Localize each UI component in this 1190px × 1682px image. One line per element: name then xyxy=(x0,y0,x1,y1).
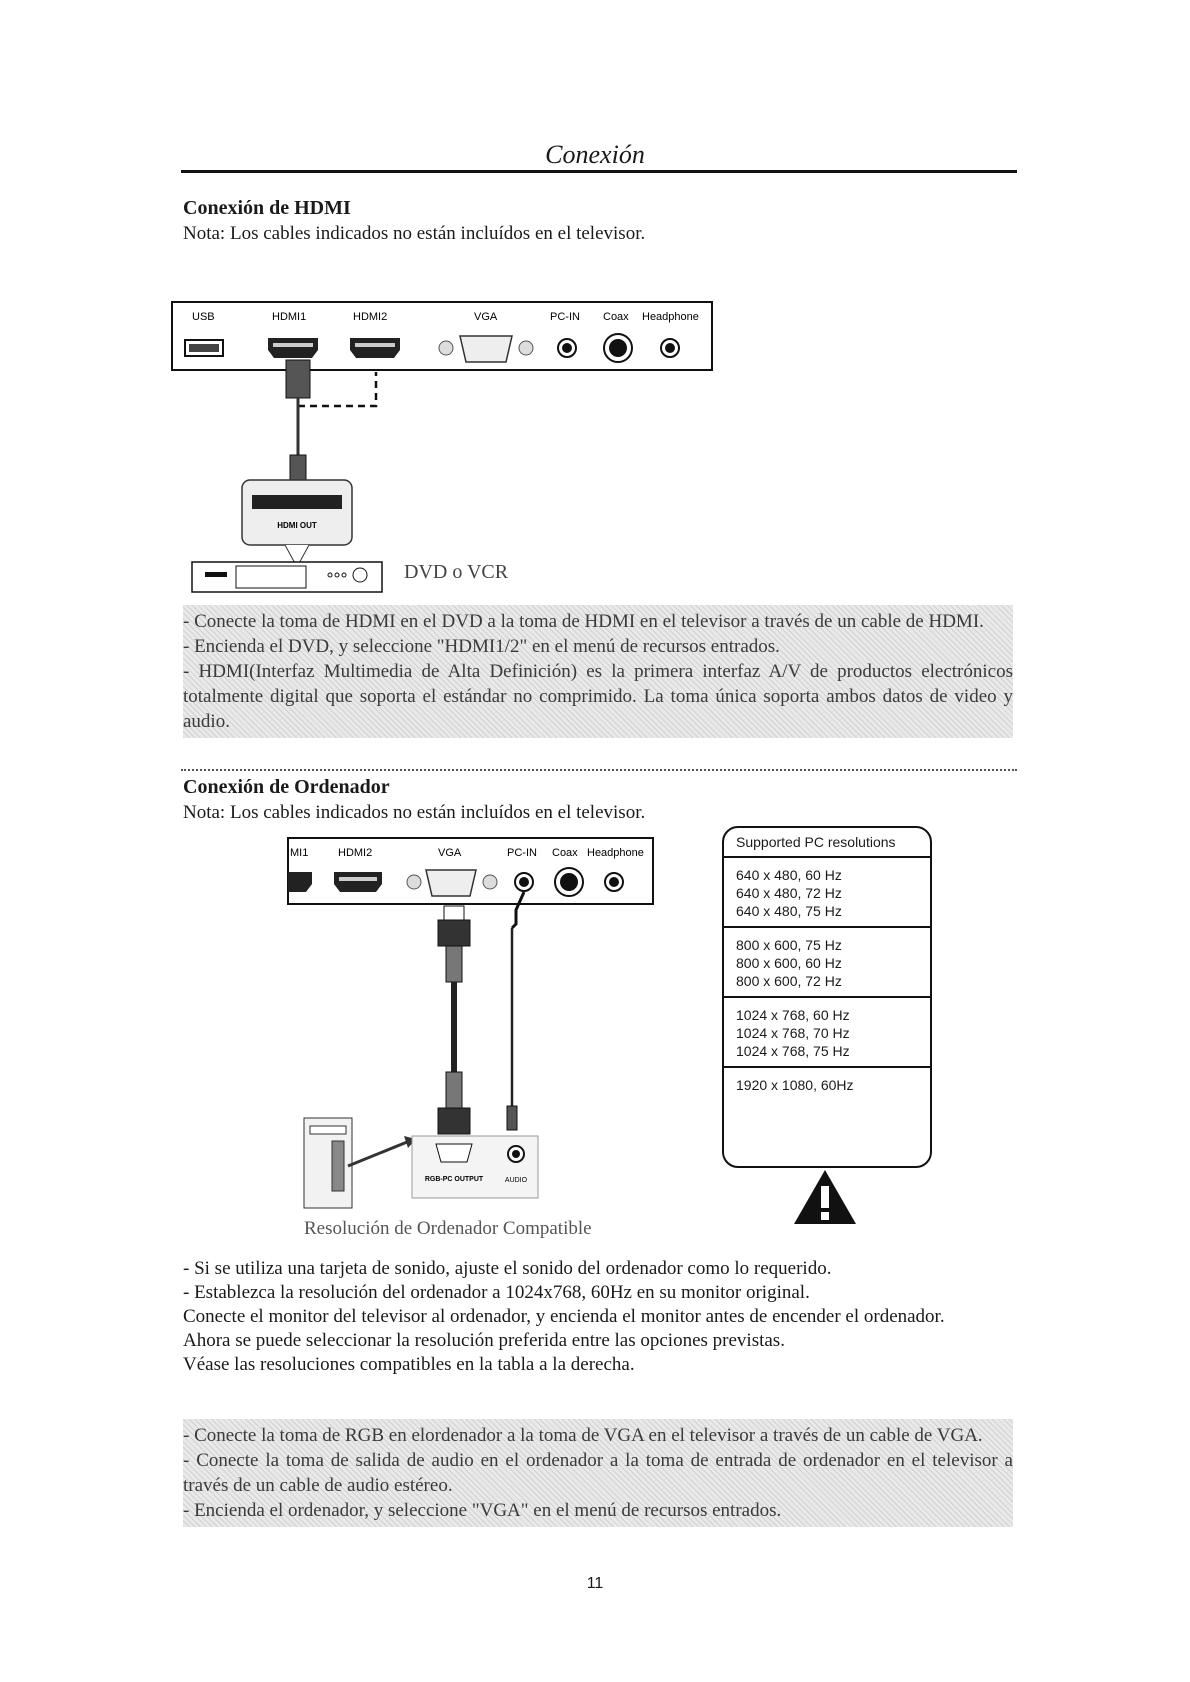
pc-note-3: Conecte el monitor del televisor al orde… xyxy=(183,1306,945,1327)
resolution-item: 1024 x 768, 75 Hz xyxy=(736,1043,850,1059)
resolution-item: 800 x 600, 72 Hz xyxy=(736,973,842,989)
tv-panel xyxy=(171,301,713,371)
title-rule xyxy=(181,170,1017,173)
dvd-device-icon xyxy=(191,561,383,593)
pc-step-1: - Conecte la toma de RGB en elordenador … xyxy=(183,1425,983,1446)
hdmi-step-3: - HDMI(Interfaz Multimedia de Alta Defin… xyxy=(183,661,1013,732)
pc-heading: Conexión de Ordenador xyxy=(183,776,390,798)
hdmi-steps: - Conecte la toma de HDMI en el DVD a la… xyxy=(183,605,1013,738)
hdmi-out-label: HDMI OUT xyxy=(277,521,317,530)
pc-step-3: - Encienda el ordenador, y seleccione "V… xyxy=(183,1500,782,1521)
resolution-item: 800 x 600, 75 Hz xyxy=(736,937,842,953)
pc-port-label-pcin: PC-IN xyxy=(507,847,537,859)
page-number: 11 xyxy=(586,1575,604,1592)
hdmi-out-callout xyxy=(241,479,353,546)
pc-diagram: MI1 HDMI2 VGA PC-IN Coax Headphone RGB-P… xyxy=(287,837,654,1209)
resolution-item: 1024 x 768, 70 Hz xyxy=(736,1025,850,1041)
resolutions-title: Supported PC resolutions xyxy=(724,828,930,858)
hdmi-plug-top-icon xyxy=(285,359,311,399)
port-label-usb: USB xyxy=(192,311,215,323)
resolution-item: 800 x 600, 60 Hz xyxy=(736,955,842,971)
pc-note-1: - Si se utiliza una tarjeta de sonido, a… xyxy=(183,1258,832,1279)
pc-hdmi2-port-icon xyxy=(334,872,382,892)
port-label-vga: VGA xyxy=(474,311,498,323)
pc-note-4: Ahora se puede seleccionar la resolución… xyxy=(183,1330,785,1351)
vga-screw-right-icon xyxy=(518,340,534,356)
hdmi-step-2: - Encienda el DVD, y seleccione "HDMI1/2… xyxy=(183,636,780,657)
pc-port-label-vga: VGA xyxy=(438,847,462,859)
diagram-caption: Resolución de Ordenador Compatible xyxy=(304,1218,592,1239)
section-divider xyxy=(181,769,1017,771)
pc-port-label-hdmi2: HDMI2 xyxy=(338,847,372,859)
pc-port-label-mi1: MI1 xyxy=(290,847,308,859)
pc-port-label-headphone: Headphone xyxy=(587,847,644,859)
rgb-pc-output-label: RGB-PC OUTPUT xyxy=(425,1176,484,1183)
pc-ports-callout xyxy=(411,1135,539,1199)
hdmi2-port-icon xyxy=(350,338,400,358)
resolution-group-1920: 1920 x 1080, 60Hz xyxy=(724,1068,930,1100)
resolution-group-800: 800 x 600, 75 Hz 800 x 600, 60 Hz 800 x … xyxy=(724,928,930,998)
resolution-group-1024: 1024 x 768, 60 Hz 1024 x 768, 70 Hz 1024… xyxy=(724,998,930,1068)
pc-vga-port-icon xyxy=(425,869,477,897)
port-label-pcin: PC-IN xyxy=(550,311,580,323)
warning-icon xyxy=(794,1170,856,1224)
port-label-hdmi2: HDMI2 xyxy=(353,311,387,323)
pc-steps: - Conecte la toma de RGB en elordenador … xyxy=(183,1419,1013,1527)
vga-port-icon xyxy=(459,335,513,363)
resolution-item: 1024 x 768, 60 Hz xyxy=(736,1007,850,1023)
hdmi1-port-icon xyxy=(268,338,318,358)
hdmi-note: Nota: Los cables indicados no están incl… xyxy=(183,223,646,244)
pc-hdmi1-port-icon xyxy=(288,872,312,892)
page-title: Conexión xyxy=(545,140,645,169)
resolution-group-640: 640 x 480, 60 Hz 640 x 480, 72 Hz 640 x … xyxy=(724,858,930,928)
resolutions-table: Supported PC resolutions 640 x 480, 60 H… xyxy=(722,826,932,1168)
hdmi-heading: Conexión de HDMI xyxy=(183,197,351,219)
resolution-item: 640 x 480, 72 Hz xyxy=(736,885,842,901)
pc-step-2: - Conecte la toma de salida de audio en … xyxy=(183,1450,1013,1496)
port-label-headphone: Headphone xyxy=(642,311,699,323)
dvd-device-label: DVD o VCR xyxy=(404,561,509,583)
pc-note-5: Véase las resoluciones compatibles en la… xyxy=(183,1354,635,1375)
resolution-item: 1920 x 1080, 60Hz xyxy=(736,1077,854,1093)
pc-notes: - Si se utiliza una tarjeta de sonido, a… xyxy=(183,1257,1013,1377)
pc-note: Nota: Los cables indicados no están incl… xyxy=(183,802,646,823)
pc-note-2: - Establezca la resolución del ordenador… xyxy=(183,1282,810,1303)
resolution-item: 640 x 480, 75 Hz xyxy=(736,903,842,919)
vga-plug-top-icon xyxy=(437,919,471,947)
resolution-item: 640 x 480, 60 Hz xyxy=(736,867,842,883)
port-label-coax: Coax xyxy=(603,311,629,323)
vga-screw-left-icon xyxy=(438,340,454,356)
audio-plug-icon xyxy=(506,1105,518,1131)
port-label-hdmi1: HDMI1 xyxy=(272,311,306,323)
audio-port-label: AUDIO xyxy=(505,1177,528,1184)
hdmi-diagram: USB HDMI1 HDMI2 VGA PC-IN Coax Headphone… xyxy=(171,301,713,593)
vga-plug-bottom-icon xyxy=(437,1107,471,1135)
hdmi-step-1: - Conecte la toma de HDMI en el DVD a la… xyxy=(183,611,984,632)
pc-port-label-coax: Coax xyxy=(552,847,578,859)
